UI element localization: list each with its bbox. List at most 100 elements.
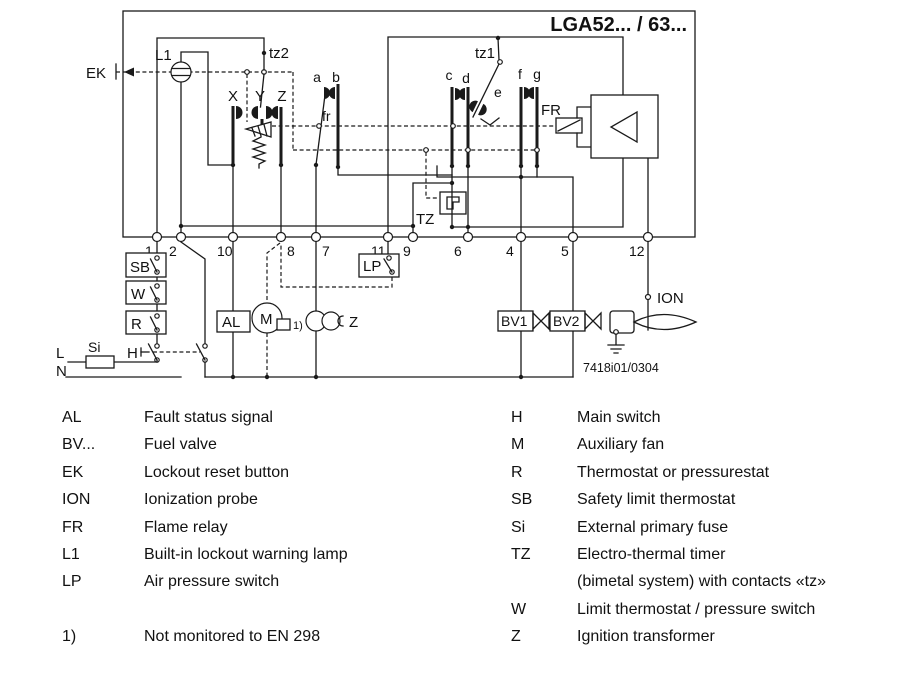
legend-abbr: EK xyxy=(62,463,84,481)
flame-relay: FR xyxy=(541,102,592,148)
legend-abbr: AL xyxy=(62,409,82,426)
fuse-icon xyxy=(85,355,115,369)
fuel-valve-2: BV2 xyxy=(549,241,602,378)
arrow-left-icon xyxy=(124,67,134,77)
label-m: M xyxy=(260,311,273,328)
label-tz2: tz2 xyxy=(269,45,289,62)
xyz-contacts: X Y Z xyxy=(228,88,287,169)
label-g: g xyxy=(533,66,541,82)
terminal-strip: 1 2 10 8 7 11 9 6 4 5 12 xyxy=(145,231,654,259)
main-switch: H xyxy=(127,241,208,378)
burner-flame: ION xyxy=(607,241,698,354)
terminal-2: 2 xyxy=(169,243,177,259)
legend-left-column: AL Fault status signal BV... Fuel valve EK… xyxy=(62,404,348,596)
label-l1: L1 xyxy=(155,47,172,64)
label-a: a xyxy=(313,69,321,85)
ground-icon xyxy=(607,329,625,354)
label-z: Z xyxy=(277,88,286,105)
tz2-contact: tz2 xyxy=(259,45,289,108)
label-r: R xyxy=(131,316,142,333)
terminal-9: 9 xyxy=(403,243,411,259)
reference-number: 7418i01/0304 xyxy=(583,361,659,375)
label-tz1: tz1 xyxy=(475,45,495,62)
legend-desc: Auxiliary fan xyxy=(577,436,665,454)
legend-desc: Air pressure switch xyxy=(144,573,280,591)
terminal-4: 4 xyxy=(506,243,514,259)
footnote: 1)Not monitored to EN 298 xyxy=(62,628,320,646)
legend-abbr: M xyxy=(511,436,525,454)
legend-desc: Ignition transformer xyxy=(577,628,715,646)
label-ion: ION xyxy=(657,290,684,307)
terminal-5: 5 xyxy=(561,243,569,259)
terminal-7: 7 xyxy=(322,243,330,259)
label-w: W xyxy=(131,286,146,303)
label-e: e xyxy=(494,84,502,100)
legend-abbr: Si xyxy=(511,518,526,536)
tz1-contact: tz1 e xyxy=(469,45,503,126)
footnote-ref: 1) xyxy=(62,628,77,645)
legend-desc: Thermostat or pressurestat xyxy=(577,463,770,481)
legend-abbr: LP xyxy=(62,573,82,591)
label-lp: LP xyxy=(363,258,381,275)
legend-abbr: TZ xyxy=(511,546,531,564)
flame-amplifier xyxy=(590,94,659,159)
legend-row: EK Lockout reset button xyxy=(62,459,348,486)
tz-timer: TZ xyxy=(416,191,467,228)
flame-icon xyxy=(632,313,698,331)
legend-desc: Built-in lockout warning lamp xyxy=(144,546,348,564)
schematic-svg: LGA52... / 63... xyxy=(56,10,698,380)
fault-signal: AL xyxy=(216,241,251,378)
legend-row: Si External primary fuse xyxy=(511,514,826,541)
label-b: b xyxy=(332,69,340,85)
label-m-note: 1) xyxy=(293,320,303,332)
ignition-transformer: Z xyxy=(305,241,358,378)
label-h: H xyxy=(127,345,138,362)
label-si: Si xyxy=(88,339,100,355)
legend-abbr: Z xyxy=(511,628,521,646)
label-bv2: BV2 xyxy=(553,313,580,329)
wiring-diagram: LGA52... / 63... xyxy=(56,10,698,380)
legend-desc: Main switch xyxy=(577,409,661,426)
fuel-valve-1: BV1 xyxy=(497,241,550,378)
label-z-trafo: Z xyxy=(349,314,358,331)
triangle-icon xyxy=(609,110,638,144)
legend-row: L1 Built-in lockout warning lamp xyxy=(62,541,348,568)
legend-desc: External primary fuse xyxy=(577,518,729,536)
legend-abbr: FR xyxy=(62,518,84,536)
terminal-10: 10 xyxy=(217,243,233,259)
legend-abbr: BV... xyxy=(62,436,96,454)
lockout-lamp: L1 xyxy=(155,47,192,83)
label-tz: TZ xyxy=(416,211,434,228)
ab-contact: a b fr xyxy=(313,69,340,167)
legend-abbr: SB xyxy=(511,491,533,509)
label-bv1: BV1 xyxy=(501,313,528,329)
label-sb: SB xyxy=(130,259,150,276)
legend-abbr: R xyxy=(511,463,523,481)
terminal-8: 8 xyxy=(287,243,295,259)
legend-desc: Fuel valve xyxy=(144,436,217,454)
label-y: Y xyxy=(255,88,265,105)
legend-desc: Lockout reset button xyxy=(144,463,289,481)
valve-icon xyxy=(584,311,594,331)
label-fr-relay: FR xyxy=(541,102,561,119)
legend-abbr: L1 xyxy=(62,546,80,564)
air-pressure-switch: LP xyxy=(280,241,400,288)
legend-row: FR Flame relay xyxy=(62,514,348,541)
legend-desc: Flame relay xyxy=(144,518,228,536)
legend-row: (bimetal system) with contacts «tz» xyxy=(511,568,826,595)
auxiliary-fan: M 1) xyxy=(251,242,303,377)
legend-row: AL Fault status signal xyxy=(62,404,348,431)
label-d: d xyxy=(462,70,470,86)
label-n: N xyxy=(56,363,67,380)
valve-icon xyxy=(532,311,542,331)
legend-desc: Limit thermostat / pressure switch xyxy=(577,600,816,618)
legend-desc: Fault status signal xyxy=(144,409,273,426)
legend-row: BV... Fuel valve xyxy=(62,431,348,458)
label-c: c xyxy=(446,67,453,83)
legend-row: Z Ignition transformer xyxy=(511,623,826,650)
label-ek: EK xyxy=(86,65,106,82)
